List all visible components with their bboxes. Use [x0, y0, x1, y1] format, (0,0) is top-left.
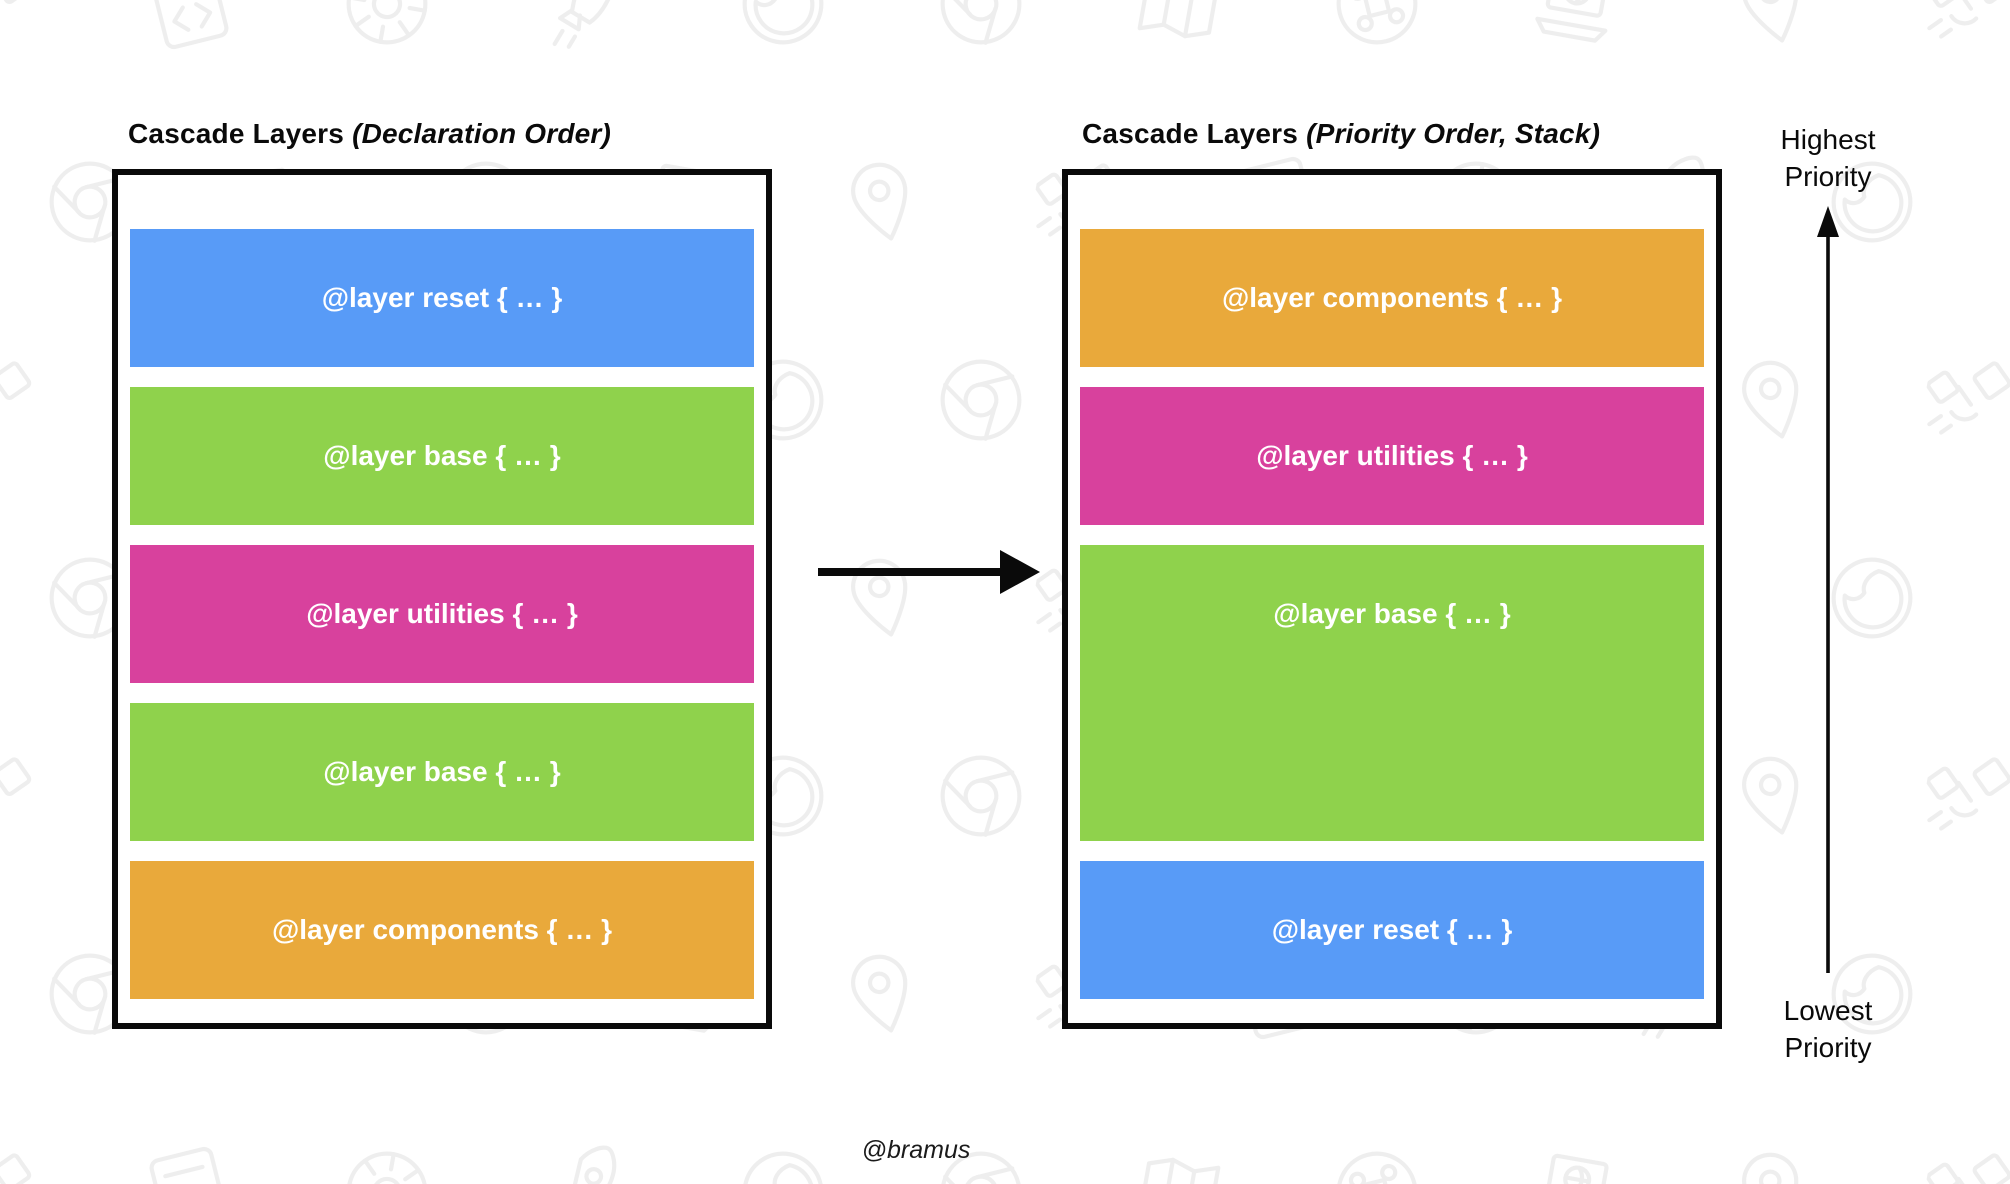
layer-block-reset: @layer reset { … } — [130, 229, 754, 367]
layer-label: @layer reset { … } — [321, 282, 563, 313]
satellite-icon — [0, 1139, 44, 1184]
satellite-icon — [0, 743, 44, 850]
satellite-icon — [1918, 1139, 2010, 1184]
layer-block-reset: @layer reset { … } — [1080, 861, 1704, 999]
command-icon — [1321, 1136, 1433, 1184]
location-pin-icon — [1717, 0, 1829, 60]
satellite-icon — [1918, 743, 2010, 850]
compass-icon — [334, 0, 441, 57]
command-icon — [1321, 0, 1433, 60]
layer-label: @layer components { … } — [1221, 282, 1563, 313]
layer-block-base: @layer base { … } — [1080, 545, 1704, 841]
highest-priority-label: Highest Priority — [1780, 124, 1876, 192]
layer-block-base: @layer base { … } — [130, 387, 754, 525]
priority-order-panel: @layer components { … } @layer utilities… — [1062, 169, 1722, 1029]
layer-block-base: @layer base { … } — [130, 703, 754, 841]
satellite-icon — [0, 0, 44, 57]
layer-block-utilities: @layer utilities { … } — [1080, 387, 1704, 525]
map-icon — [1126, 1139, 1233, 1184]
rocket-icon — [529, 1136, 641, 1184]
declaration-order-layers: @layer reset { … } @layer base { … } @la… — [118, 175, 766, 999]
layer-label: @layer components { … } — [271, 914, 613, 945]
location-pin-icon — [826, 146, 938, 258]
lowest-priority-label: Lowest Priority — [1783, 995, 1873, 1063]
left-panel-title-main: Cascade Layers — [128, 118, 345, 149]
chrome-icon — [925, 740, 1037, 852]
up-arrow-icon — [1817, 206, 1839, 973]
layer-block-components: @layer components { … } — [1080, 229, 1704, 367]
location-pin-icon — [826, 938, 938, 1050]
satellite-icon — [1918, 347, 2010, 454]
laptop-globe-icon — [1522, 1139, 1629, 1184]
layer-label: @layer base { … } — [1273, 598, 1511, 629]
layer-label: @layer utilities { … } — [306, 598, 578, 629]
location-pin-icon — [1717, 1136, 1829, 1184]
firefox-icon — [730, 0, 837, 57]
compass-icon — [334, 1139, 441, 1184]
chrome-icon — [925, 344, 1037, 456]
satellite-icon — [0, 347, 44, 454]
right-arrow-icon — [818, 550, 1040, 594]
right-panel-title-main: Cascade Layers — [1082, 118, 1299, 149]
layer-label: @layer base { … } — [323, 440, 561, 471]
left-panel-title: Cascade Layers(Declaration Order) — [128, 118, 611, 150]
map-icon — [1126, 0, 1233, 57]
right-panel-title: Cascade Layers(Priority Order, Stack) — [1082, 118, 1600, 150]
layer-block-utilities: @layer utilities { … } — [130, 545, 754, 683]
layer-label: @layer reset { … } — [1271, 914, 1513, 945]
declaration-order-panel: @layer reset { … } @layer base { … } @la… — [112, 169, 772, 1029]
author-credit: @bramus — [861, 1136, 971, 1164]
rocket-icon — [529, 0, 641, 60]
satellite-icon — [1918, 0, 2010, 57]
layer-block-components: @layer components { … } — [130, 861, 754, 999]
priority-order-layers: @layer components { … } @layer utilities… — [1068, 175, 1716, 999]
html-file-icon — [133, 1136, 245, 1184]
laptop-globe-icon — [1522, 0, 1629, 57]
right-panel-title-qualifier: (Priority Order, Stack) — [1306, 118, 1601, 149]
html-file-icon — [133, 0, 245, 60]
left-panel-title-qualifier: (Declaration Order) — [352, 118, 612, 149]
layer-label: @layer base { … } — [323, 756, 561, 787]
layer-label: @layer utilities { … } — [1256, 440, 1528, 471]
chrome-icon — [925, 0, 1037, 60]
